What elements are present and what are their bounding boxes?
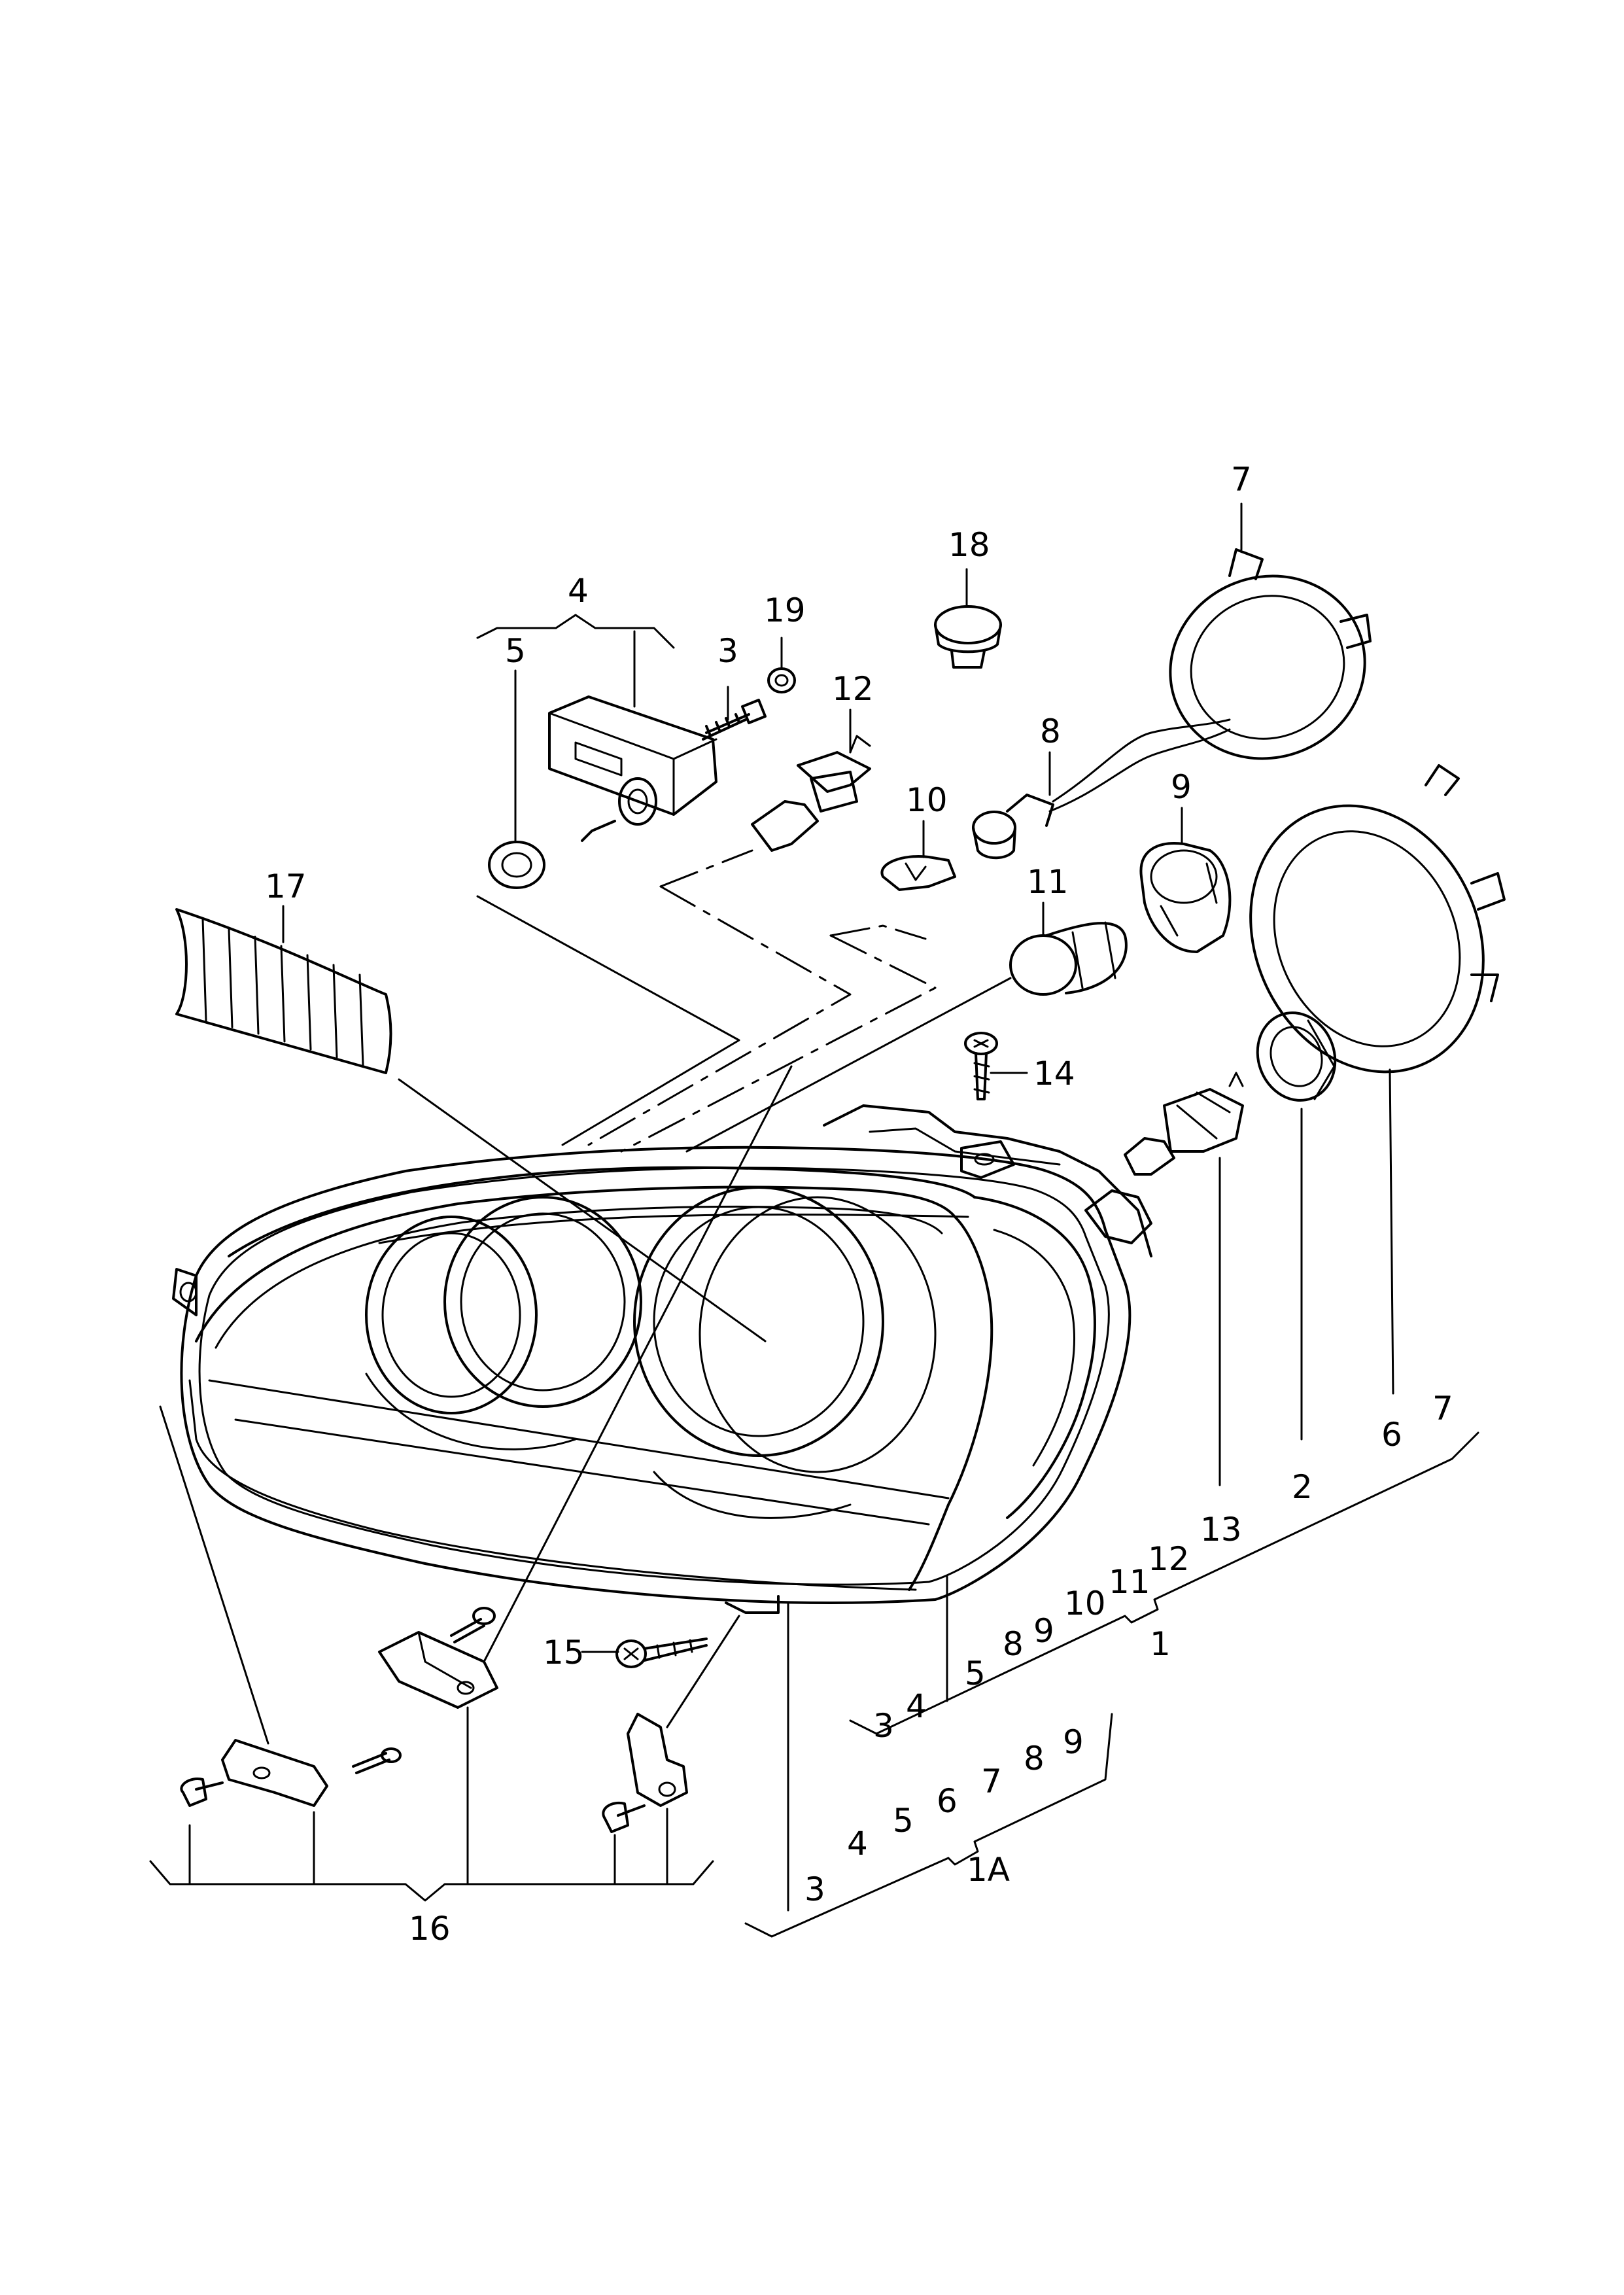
part-11-indicator-bulb	[1009, 921, 1128, 996]
part-18-cap	[934, 605, 1002, 669]
callout-15: 15	[543, 1634, 585, 1672]
part-16-repair-brackets	[180, 1607, 688, 1833]
callout-12-top: 12	[832, 670, 874, 708]
part-12-h7-bulb	[751, 735, 871, 852]
part-2-bayonet-ring	[1256, 1011, 1337, 1102]
part-7-ring-cap	[1169, 548, 1372, 760]
callout-3-group1: 3	[873, 1707, 894, 1745]
leader-lines	[149, 502, 1479, 1938]
callout-9-top: 9	[1171, 768, 1192, 806]
callout-8-top: 8	[1040, 712, 1061, 750]
callout-11-top: 11	[1027, 863, 1069, 901]
part-9-bulb-holder	[1139, 842, 1232, 953]
part-6-cover	[1249, 764, 1506, 1074]
callout-2: 2	[1292, 1468, 1313, 1506]
callout-4-top: 4	[568, 572, 589, 610]
part-15-screw	[615, 1638, 708, 1668]
part-5-seal-ring	[488, 841, 545, 889]
callout-5-group1: 5	[965, 1655, 986, 1692]
part-13-h7-bulb	[1124, 1072, 1244, 1176]
callout-5-group1a: 5	[893, 1802, 914, 1840]
callout-5-top: 5	[505, 632, 526, 670]
callout-3-top: 3	[717, 632, 738, 670]
callout-6-group1a: 6	[937, 1782, 958, 1820]
lower-reflector-hatching	[208, 1379, 950, 1526]
callout-16: 16	[409, 1910, 451, 1948]
callout-7-right: 7	[1432, 1390, 1453, 1428]
callout-18: 18	[948, 526, 990, 564]
part-17-trim-cover	[175, 908, 392, 1074]
projector-lenses	[365, 1186, 937, 1519]
callout-12-group: 12	[1148, 1540, 1190, 1578]
callout-10-top: 10	[906, 781, 948, 819]
callout-9-group1a: 9	[1063, 1723, 1084, 1761]
callout-8-group1: 8	[1003, 1625, 1024, 1663]
callout-3-group1a: 3	[804, 1870, 825, 1908]
callout-10-group: 10	[1064, 1585, 1106, 1622]
part-4-headlight-range-motor	[548, 695, 717, 842]
callout-6-right: 6	[1381, 1416, 1402, 1454]
callout-14: 14	[1033, 1055, 1075, 1093]
callout-19: 19	[764, 591, 806, 629]
part-19-nut	[767, 667, 796, 693]
callout-11-group: 11	[1109, 1563, 1150, 1601]
part-3-screw	[702, 699, 767, 741]
callout-1: 1	[1150, 1625, 1171, 1663]
callout-4-group1: 4	[906, 1687, 927, 1725]
callout-7-group1a: 7	[981, 1762, 1002, 1800]
callout-8-group1a: 8	[1024, 1740, 1045, 1778]
callout-1A: 1A	[967, 1851, 1010, 1889]
headlight-housing	[172, 1104, 1152, 1614]
callout-7-top: 7	[1231, 461, 1252, 499]
callout-labels: 4 5 3 19 12 18 7 8 10 9 11 17 14 15 7 6 …	[265, 461, 1453, 1948]
callout-13: 13	[1200, 1511, 1242, 1549]
part-10-w5w-bulb	[880, 855, 956, 891]
callout-4-group1a: 4	[847, 1825, 868, 1863]
callout-17: 17	[265, 867, 307, 905]
part-14-screw	[964, 1032, 998, 1100]
callout-9-group1: 9	[1033, 1612, 1054, 1650]
